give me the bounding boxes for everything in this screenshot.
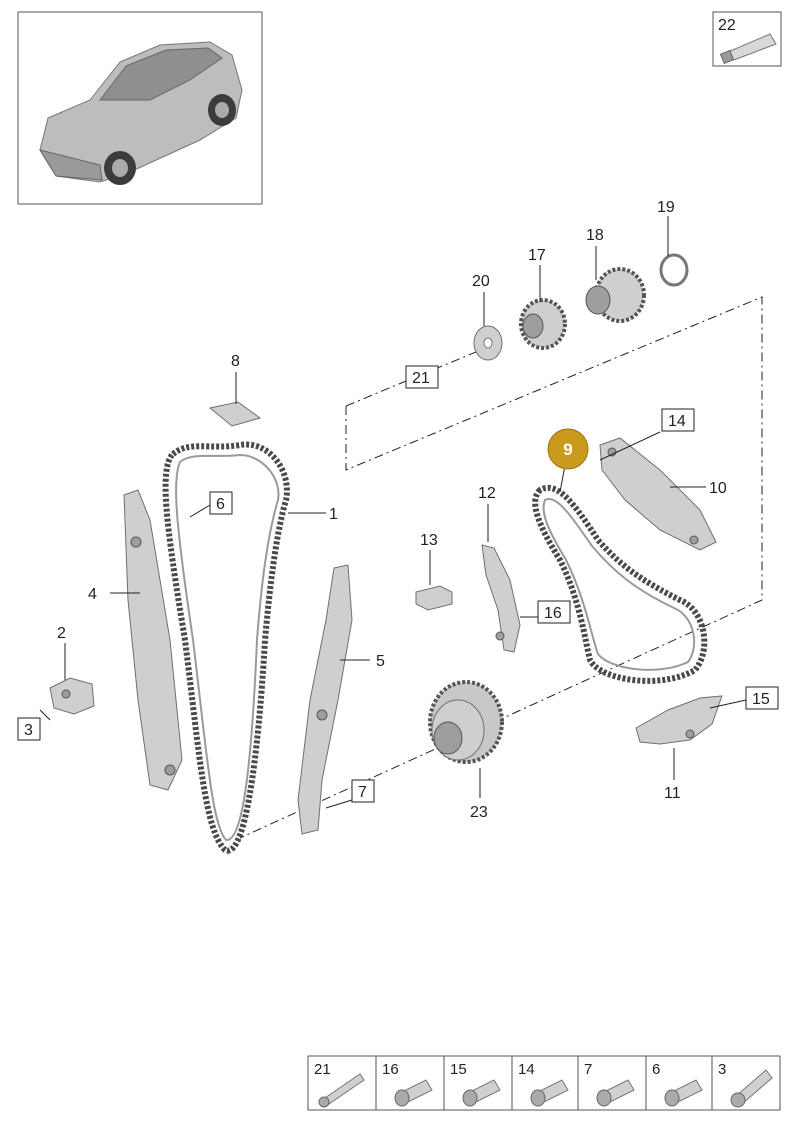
callout-3: 3 [24,722,33,739]
bolt-icon-16 [394,1079,433,1107]
callout-13: 13 [420,532,438,549]
part-23-gear[interactable] [428,680,504,764]
callout-20: 20 [472,273,490,290]
callout-1: 1 [329,506,338,523]
strip-label-6: 6 [652,1061,660,1078]
callout-22: 22 [718,17,736,34]
callout-9: 9 [563,440,572,459]
bolt-icon-14 [530,1079,569,1107]
part-12-guide-rail[interactable] [481,544,521,653]
callout-labels: 1 2 3 4 5 6 7 8 9 10 11 12 13 14 15 16 1… [17,199,779,821]
assembly-boundary [239,296,763,839]
callout-16: 16 [544,605,562,622]
highlight-badge-9[interactable]: 9 [547,428,589,470]
callout-23: 23 [470,804,488,821]
callout-18: 18 [586,227,604,244]
bolt-icon-15 [462,1079,501,1107]
bolt-long-icon [318,1073,365,1108]
part-11-guide-rail[interactable] [635,695,723,745]
part-9-chain[interactable] [532,485,708,684]
part-20-washer[interactable] [473,325,503,361]
callout-19: 19 [657,199,675,216]
part-17-sprocket[interactable] [519,298,567,350]
bolt-icon-6 [664,1079,703,1107]
callout-15: 15 [752,691,770,708]
part-10-guide-rail[interactable] [599,437,717,551]
callout-7: 7 [358,784,367,801]
callout-12: 12 [478,485,496,502]
callout-8: 8 [231,353,240,370]
callout-11: 11 [664,785,681,802]
callout-21: 21 [412,370,430,387]
callout-17: 17 [528,247,546,264]
part-19-ring[interactable] [659,253,689,287]
part-18-gear[interactable] [585,267,646,323]
callout-10: 10 [709,480,727,497]
part-5-guide-rail[interactable] [297,564,353,835]
strip-label-3: 3 [718,1061,726,1078]
part-13-tensioner[interactable] [415,585,453,611]
callout-5: 5 [376,653,385,670]
strip-label-16: 16 [382,1061,399,1078]
strip-label-14: 14 [518,1061,535,1078]
part-1-timing-chain[interactable] [162,441,290,854]
callout-6: 6 [216,496,225,513]
callout-4: 4 [88,586,97,603]
part-8-guide-clip[interactable] [208,401,262,427]
tube-icon [719,33,777,65]
part-4-guide-rail[interactable] [123,489,183,791]
strip-label-7: 7 [584,1061,592,1078]
part-22-paste-tube[interactable]: 22 [712,11,782,67]
car-icon [38,41,243,185]
fastener-strip: 21 16 15 14 7 6 3 [307,1055,781,1111]
part-2-chain-tensioner[interactable] [49,677,95,715]
strip-label-15: 15 [450,1061,467,1078]
strip-label-21: 21 [314,1061,331,1078]
bolt-icon-3 [730,1069,773,1108]
bolt-icon-7 [596,1079,635,1107]
callout-2: 2 [57,625,66,642]
vehicle-thumbnail [17,11,263,205]
callout-14: 14 [668,413,686,430]
